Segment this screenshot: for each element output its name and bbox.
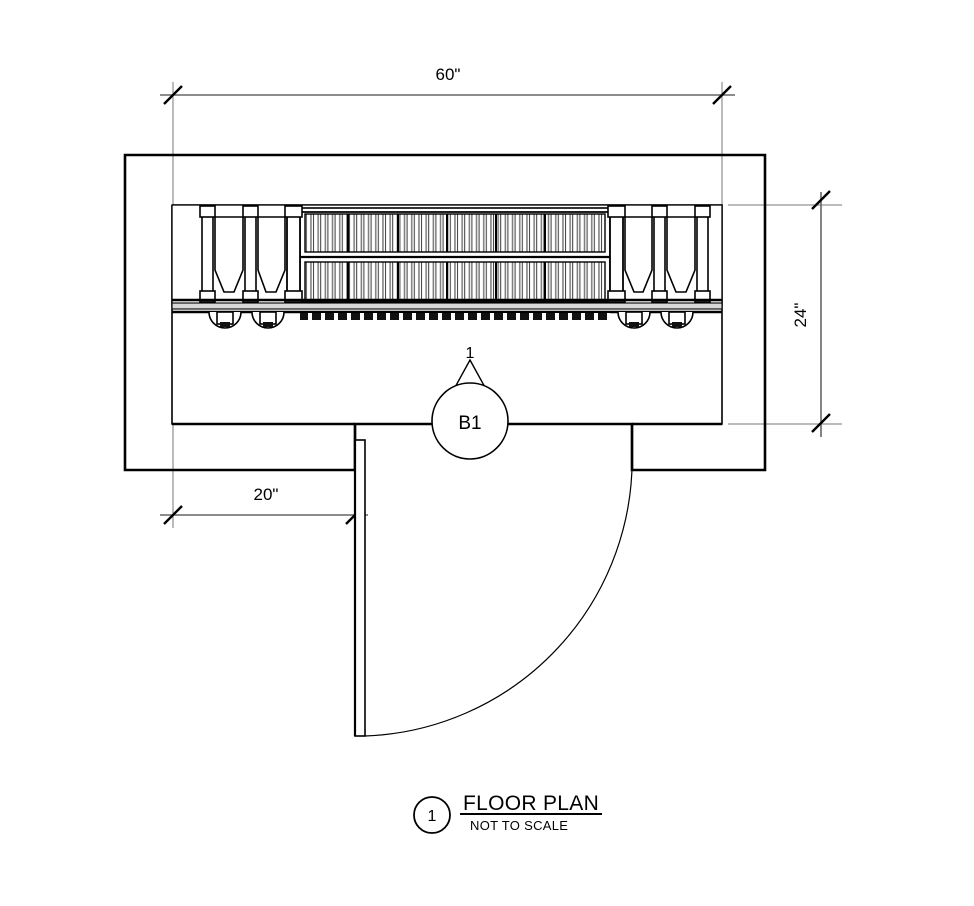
bracket-cap: [242, 205, 259, 218]
bracket-cap: [607, 290, 626, 303]
finned-tube-heater-unit: [171, 204, 723, 329]
door-swing-arc: [364, 449, 633, 737]
tag-label: B1: [458, 413, 481, 434]
bracket-funnel: [666, 216, 696, 293]
bracket-post: [286, 205, 301, 303]
bracket-funnel: [214, 216, 244, 293]
title-label: FLOOR PLAN: [463, 792, 599, 815]
equipment-tag-b1[interactable]: 1 B1: [431, 345, 509, 460]
fin-section: [299, 207, 611, 303]
bracket-cap: [694, 205, 711, 218]
bracket-cap: [199, 205, 216, 218]
bracket-cap: [651, 205, 668, 218]
bracket-post: [201, 205, 214, 303]
fin-group-separators: [347, 214, 546, 300]
scale-note-label: NOT TO SCALE: [470, 818, 568, 833]
bolt-shank: [263, 322, 273, 327]
base-rail-band: [171, 302, 723, 310]
bracket-post: [653, 205, 666, 303]
fin-band-upper: [304, 213, 606, 253]
bolt-shank: [672, 322, 682, 327]
bracket-assembly-right: [607, 205, 711, 303]
bracket-post: [696, 205, 709, 303]
swing-door: [353, 439, 633, 737]
bolt-shank: [220, 322, 230, 327]
bracket-cap: [607, 205, 626, 218]
title-detail-number: 1: [428, 808, 437, 825]
dimension-tick-bottom: [811, 413, 831, 433]
dimension-label-overall-depth: 24": [791, 303, 810, 328]
door-leaf: [354, 439, 366, 737]
dimension-tick-left: [163, 85, 183, 105]
title-detail-bubble: [413, 796, 451, 834]
dimension-label-overall-width: 60": [436, 65, 461, 84]
bolt-fittings: [208, 311, 694, 329]
dimension-tick-top: [811, 190, 831, 210]
dimension-overall-width: 60": [160, 65, 735, 208]
bracket-cap: [284, 290, 303, 303]
dimension-overall-depth: 24": [728, 190, 842, 437]
bracket-post: [244, 205, 257, 303]
dimension-tick-right: [712, 85, 732, 105]
bracket-cap: [242, 290, 259, 303]
bracket-cap: [694, 290, 711, 303]
bracket-cap: [651, 290, 668, 303]
bracket-cap: [284, 205, 303, 218]
tag-bubble: [431, 382, 509, 460]
bracket-cap: [199, 290, 216, 303]
dimension-tick-left: [163, 505, 183, 525]
bracket-assembly-left: [199, 205, 303, 303]
title-block: 1 FLOOR PLAN NOT TO SCALE: [413, 792, 602, 834]
bracket-funnel: [257, 216, 286, 293]
tag-detail-number: 1: [466, 345, 475, 362]
dimension-wall-return-width: 20": [160, 424, 368, 528]
dimension-label-wall-return-width: 20": [254, 485, 279, 504]
bracket-funnel: [624, 216, 653, 293]
bracket-post: [609, 205, 624, 303]
hidden-line-band: [300, 313, 610, 320]
bolt-shank: [629, 322, 639, 327]
fin-band-lower: [304, 261, 606, 301]
